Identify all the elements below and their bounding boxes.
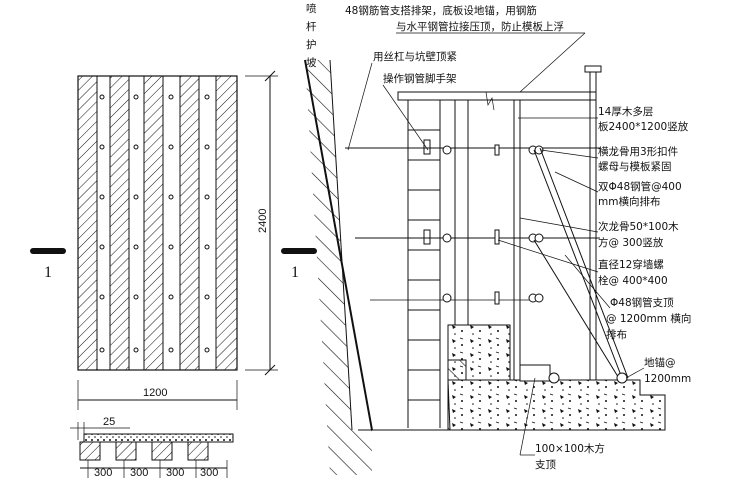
- width-dim-text: 1200: [143, 387, 167, 399]
- top-frame: [397, 65, 602, 380]
- spacing-dim-1: 300: [94, 467, 112, 479]
- section-label-right: 1: [291, 264, 299, 281]
- svg-text:@ 1200mm 横向: @ 1200mm 横向: [606, 312, 691, 325]
- panel-plan-section: 25 300 300 300 300: [70, 416, 234, 479]
- svg-text:操作钢管脚手架: 操作钢管脚手架: [383, 72, 457, 85]
- screw-bars: [345, 147, 600, 301]
- section-label-left: 1: [44, 264, 52, 281]
- svg-text:地锚@: 地锚@: [644, 356, 676, 369]
- svg-text:支顶: 支顶: [535, 459, 556, 471]
- svg-text:次龙骨50*100木: 次龙骨50*100木: [598, 220, 679, 233]
- svg-text:100×100木方: 100×100木方: [535, 442, 605, 455]
- soil-slope: [304, 59, 450, 475]
- svg-text:直径12穿墙螺: 直径12穿墙螺: [598, 258, 664, 271]
- spacing-dim-2: 300: [130, 467, 148, 479]
- svg-text:14厚木多层: 14厚木多层: [598, 105, 653, 118]
- width-dimension: 1200: [77, 380, 238, 410]
- spacing-dim-3: 300: [166, 467, 184, 479]
- svg-text:横龙骨用3形扣件: 横龙骨用3形扣件: [598, 145, 678, 158]
- base-slab: [447, 324, 666, 431]
- svg-text:用丝杠与坑壁顶紧: 用丝杠与坑壁顶紧: [373, 50, 457, 63]
- section-mark-left: 1: [30, 248, 66, 281]
- svg-text:双Φ48钢管@400: 双Φ48钢管@400: [598, 180, 682, 193]
- height-dim-text: 2400: [257, 209, 269, 233]
- svg-text:方@ 300竖放: 方@ 300竖放: [598, 236, 664, 249]
- spacing-dim-4: 300: [200, 467, 218, 479]
- shotcrete-label: 喷 杆 护 坡: [306, 3, 317, 69]
- panel-elevation: [77, 75, 238, 371]
- height-dimension: 2400: [245, 70, 278, 376]
- braces: [533, 147, 629, 381]
- svg-text:护: 护: [306, 38, 317, 51]
- svg-text:48钢筋管支搭排架，底板设地锚，用钢筋: 48钢筋管支搭排架，底板设地锚，用钢筋: [345, 4, 537, 17]
- svg-text:螺母与模板紧固: 螺母与模板紧固: [598, 160, 672, 173]
- svg-text:板2400*1200竖放: 板2400*1200竖放: [598, 120, 689, 133]
- annotations: 用丝杠与坑壁顶紧 操作钢管脚手架 14厚木多层 板2400*1200竖放 横龙骨…: [347, 50, 691, 471]
- svg-text:杆: 杆: [306, 20, 317, 33]
- clamps: [442, 144, 544, 305]
- svg-text:栓@ 400*400: 栓@ 400*400: [598, 274, 668, 287]
- edge-dim-text: 25: [103, 416, 115, 428]
- scaffold: [407, 100, 441, 428]
- svg-text:mm横向排布: mm横向排布: [598, 195, 660, 208]
- svg-text:喷: 喷: [306, 3, 317, 15]
- svg-text:Φ48钢管支顶: Φ48钢管支顶: [610, 296, 674, 309]
- svg-text:1200mm: 1200mm: [644, 373, 691, 385]
- svg-text:与水平钢管拉接压顶，防止模板上浮: 与水平钢管拉接压顶，防止模板上浮: [396, 20, 564, 33]
- section-mark-right: 1: [281, 248, 317, 281]
- bolt-holes: [99, 94, 210, 353]
- top-note: 48钢筋管支搭排架，底板设地锚，用钢筋 与水平钢管拉接压顶，防止模板上浮: [345, 4, 586, 93]
- svg-text:排布: 排布: [606, 328, 627, 341]
- svg-text:坡: 坡: [306, 56, 317, 69]
